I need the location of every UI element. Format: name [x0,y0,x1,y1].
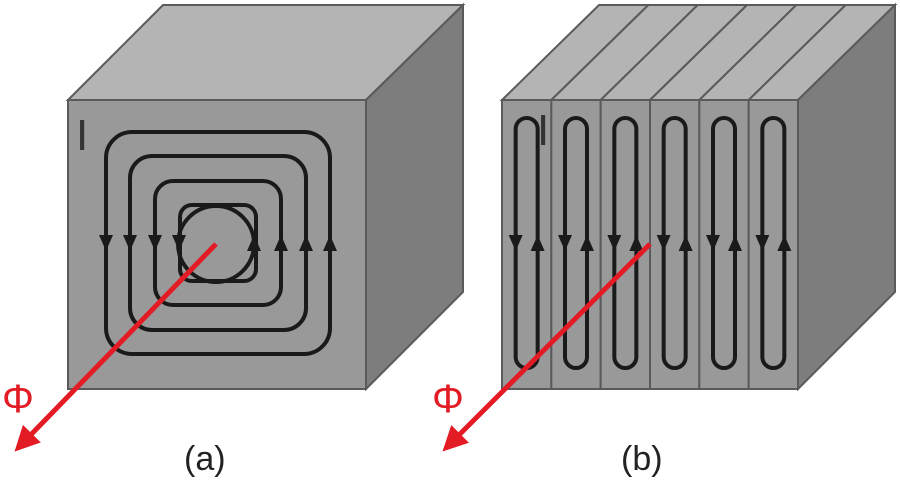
lamination-sheet [550,99,602,390]
down-arrow-icon [508,235,523,251]
solid-block-front-face [67,99,367,390]
flux-label-a: Φ [2,377,34,421]
up-arrow-icon [530,235,545,251]
flux-label-b: Φ [432,377,464,421]
down-arrow-icon [656,235,671,251]
lamination-sheet [599,99,652,390]
lamination-top-faces [499,4,898,101]
down-arrow-icon [99,235,113,251]
eddy-current-loops-b [508,116,792,370]
caption-a: (a) [184,440,226,477]
eddy-direction-arrows-a [99,235,337,251]
flux-arrow-a [14,242,218,452]
panel-a: I Φ (a) [2,2,466,478]
current-label-a: I [76,111,88,160]
down-arrow-icon [706,235,720,251]
up-arrow-icon [777,235,792,251]
current-label-b: I [537,106,549,155]
up-arrow-icon [247,235,261,251]
panel-b: I Φ (b) [432,2,898,478]
flux-arrow-b [442,242,652,452]
lamination-sheet [501,99,553,390]
caption-b: (b) [621,440,663,477]
down-arrow-icon [607,235,622,251]
up-arrow-icon [629,235,644,251]
lamination-sheet [649,99,701,390]
up-arrow-icon [580,235,594,251]
lamination-sheet [747,99,800,390]
lamination-sheet [698,99,750,390]
up-arrow-icon [728,235,742,251]
down-arrow-icon [148,235,162,251]
down-arrow-icon [755,235,770,251]
up-arrow-icon [274,235,288,251]
down-arrow-icon [558,235,572,251]
down-arrow-icon [172,235,186,251]
up-arrow-icon [299,235,313,251]
lamination-front-faces [501,99,800,390]
down-arrow-icon [123,235,137,251]
up-arrow-icon [678,235,693,251]
up-arrow-icon [323,235,337,251]
